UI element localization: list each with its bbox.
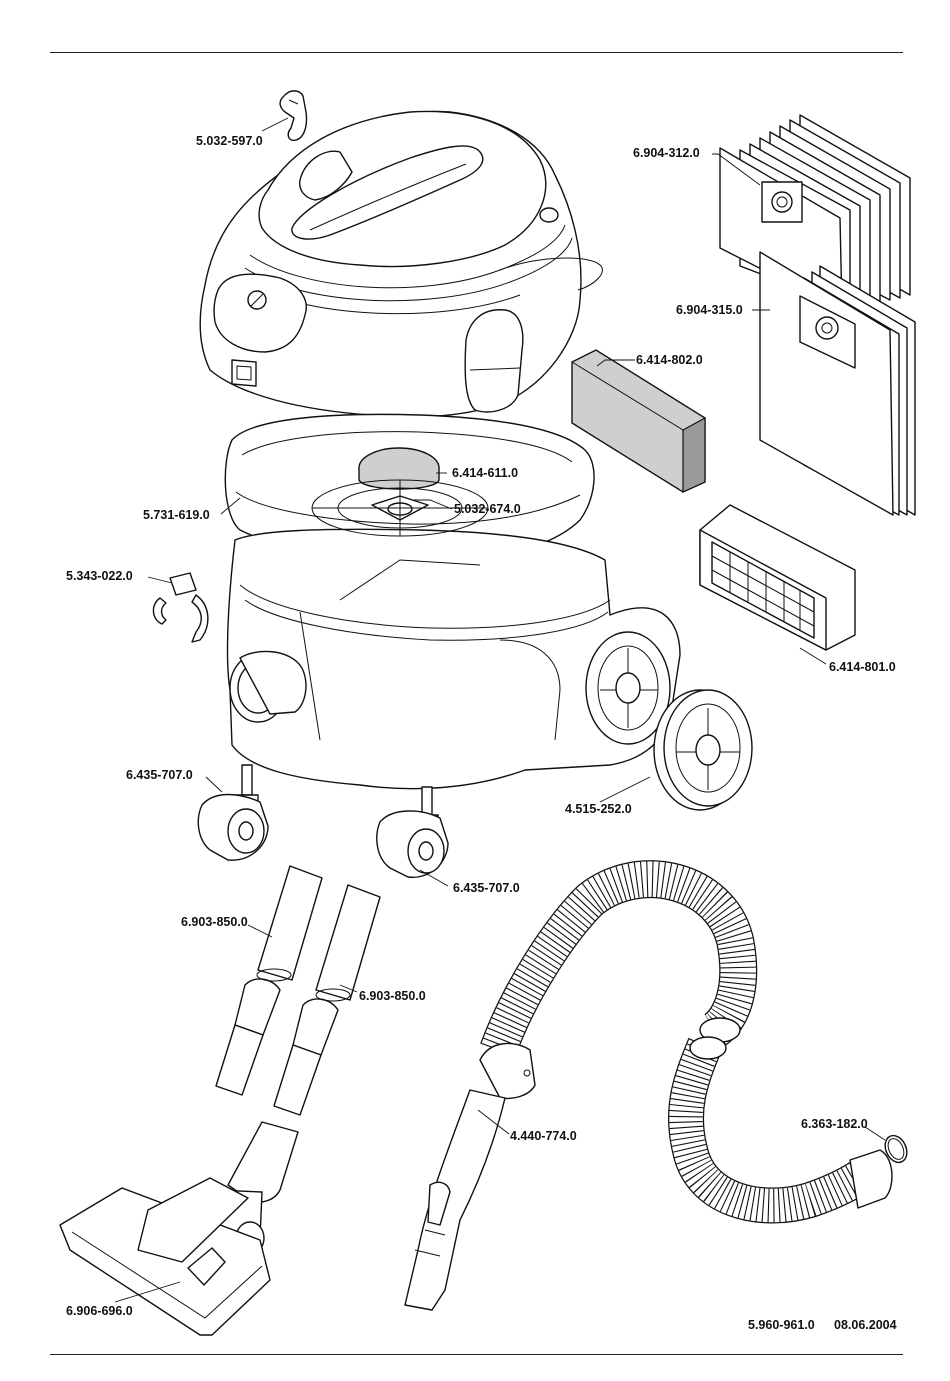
part-label: 4.515-252.0 xyxy=(565,802,632,816)
clip-drawing xyxy=(280,91,306,140)
part-label: 6.904-312.0 xyxy=(633,146,700,160)
wheel-drawing xyxy=(654,690,752,810)
part-label: 6.903-850.0 xyxy=(359,989,426,1003)
part-label: 6.904-315.0 xyxy=(676,303,743,317)
part-label: 4.440-774.0 xyxy=(510,1129,577,1143)
document-number: 5.960-961.0 xyxy=(748,1318,815,1332)
part-label: 6.906-696.0 xyxy=(66,1304,133,1318)
filter-cassette-drawing xyxy=(700,505,855,650)
part-label: 6.414-802.0 xyxy=(636,353,703,367)
filter-disc-drawing xyxy=(359,448,439,489)
part-label: 6.435-707.0 xyxy=(126,768,193,782)
castor-right-drawing xyxy=(377,787,448,877)
part-label: 5.032-597.0 xyxy=(196,134,263,148)
suction-hose-drawing xyxy=(405,879,892,1310)
part-label: 6.414-611.0 xyxy=(452,466,518,480)
footer-reference: 5.960-961.0 08.06.2004 xyxy=(748,1318,897,1332)
part-label: 5.032-674.0 xyxy=(454,502,521,516)
part-label: 6.903-850.0 xyxy=(181,915,248,929)
document-date: 08.06.2004 xyxy=(834,1318,897,1332)
part-label: 5.343-022.0 xyxy=(66,569,133,583)
extension-tubes-drawing xyxy=(216,866,380,1115)
hose-clip-drawing xyxy=(153,573,207,642)
part-label: 6.414-801.0 xyxy=(829,660,896,674)
part-label: 6.435-707.0 xyxy=(453,881,520,895)
part-label: 5.731-619.0 xyxy=(143,508,210,522)
vacuum-head-drawing xyxy=(200,111,602,417)
part-label: 6.363-182.0 xyxy=(801,1117,868,1131)
